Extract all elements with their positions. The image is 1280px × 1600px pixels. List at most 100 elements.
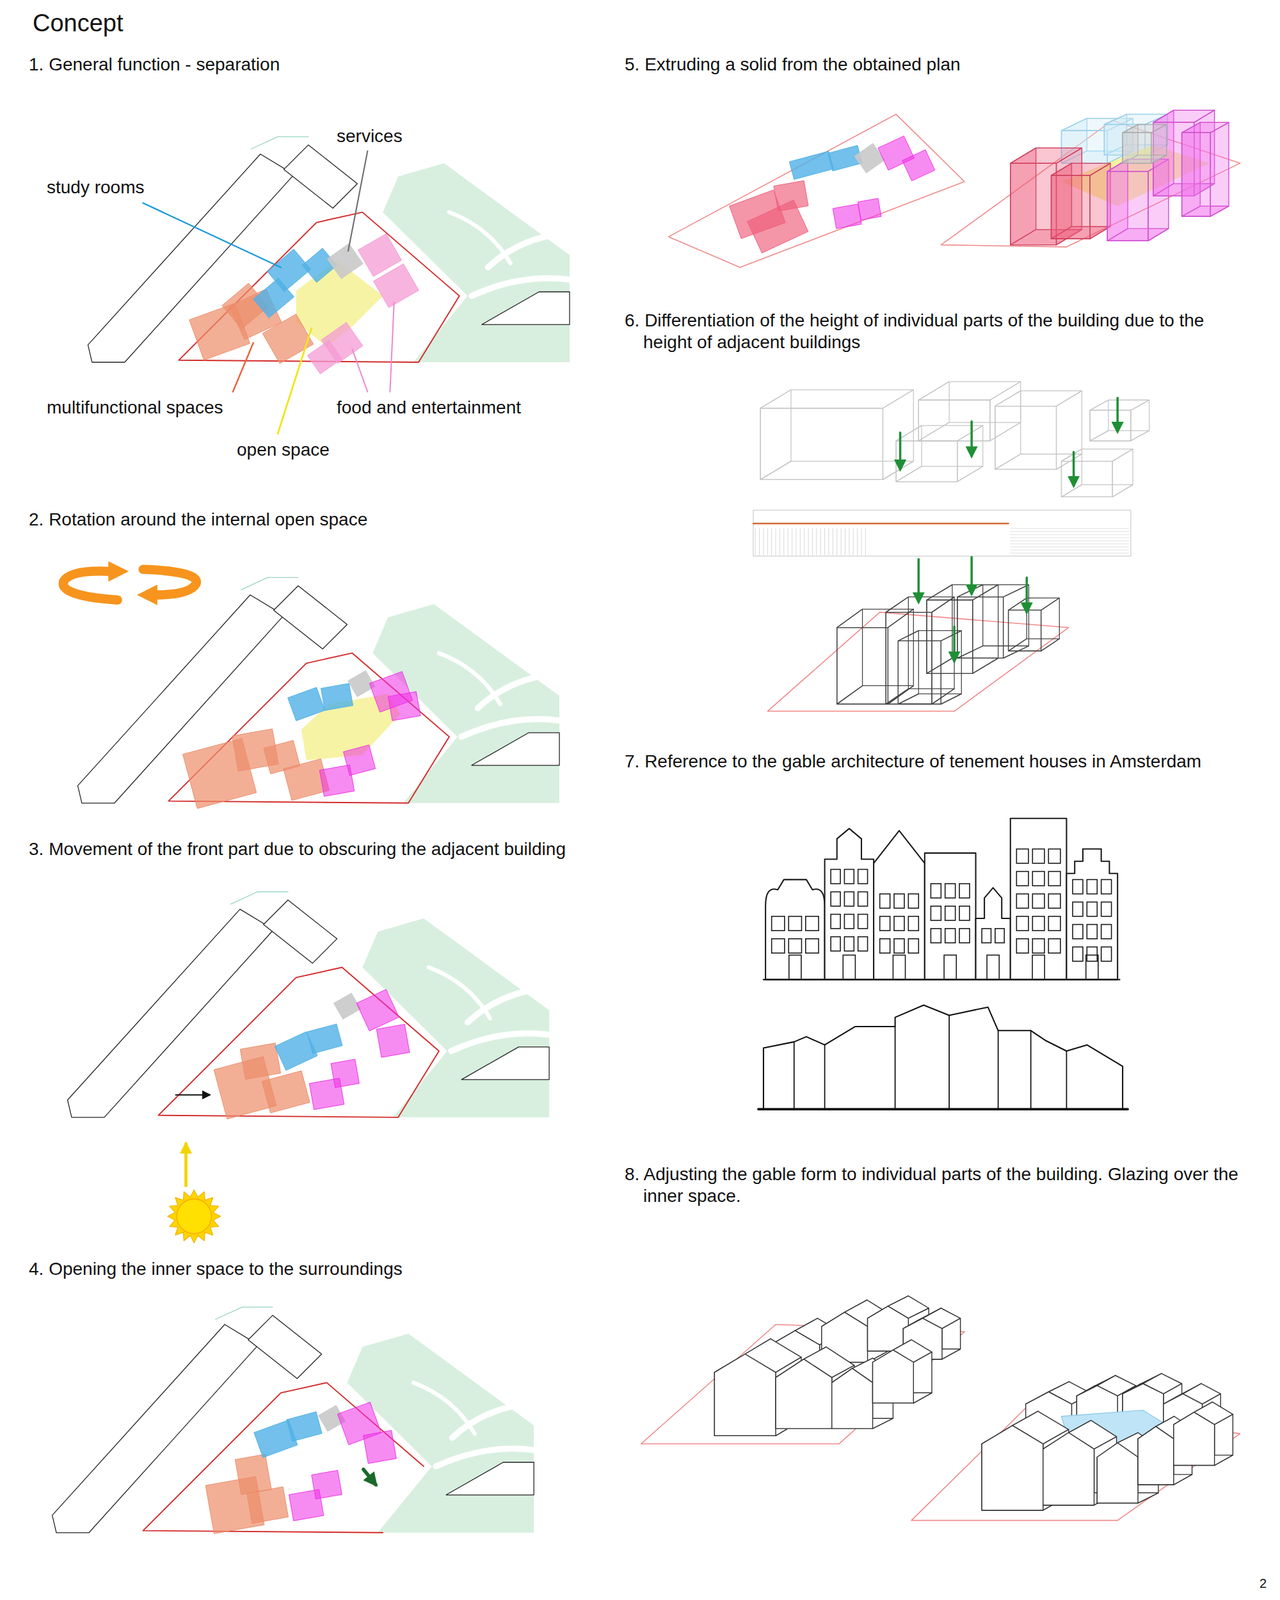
function-block: [307, 340, 342, 375]
house-window: [771, 938, 785, 953]
sun-symbol: [167, 1189, 221, 1243]
massing-face: [896, 440, 958, 482]
house-window: [894, 916, 905, 931]
massing-face: [981, 1425, 1044, 1510]
step-heading: 2. Rotation around the internal open spa…: [28, 508, 368, 531]
house-window: [880, 938, 891, 953]
facade-hatch: [1010, 546, 1129, 548]
facade-hatch: [762, 528, 764, 555]
step-heading: 1. General function - separation: [28, 53, 280, 76]
facade-hatch: [779, 528, 781, 555]
house-window: [1048, 894, 1061, 909]
massing-face: [760, 389, 792, 480]
massing-face: [931, 597, 955, 704]
plot-line: [241, 577, 299, 590]
house-door: [1032, 954, 1045, 980]
house-window: [844, 936, 854, 952]
massing-face: [897, 640, 941, 704]
facade-hatch: [1010, 537, 1129, 539]
house-window: [788, 938, 802, 953]
facade-hatch: [844, 528, 846, 555]
skyline-divider: [824, 1045, 826, 1110]
house-window: [945, 883, 956, 898]
neighbour-building: [446, 1462, 534, 1496]
massing-face: [957, 584, 1030, 598]
house-window: [788, 916, 802, 931]
facade-hatch: [771, 528, 772, 555]
house-window: [1086, 901, 1097, 916]
site-plan: [87, 136, 570, 363]
massing-face: [896, 425, 922, 482]
height-line: [753, 522, 1009, 525]
facade-hatch: [783, 528, 784, 555]
massing-face: [867, 1306, 909, 1352]
house-window: [1016, 871, 1029, 886]
massing-face: [918, 422, 1021, 441]
leader-line: [143, 202, 281, 267]
function-block: [363, 1430, 397, 1464]
neighbour-building: [77, 595, 284, 804]
height-arrow: [970, 421, 973, 456]
house-window: [844, 914, 854, 929]
neighbour-building: [273, 585, 348, 649]
site-outline: [767, 612, 1069, 712]
house-window: [858, 891, 868, 906]
house-window: [959, 883, 970, 898]
massing-face: [1008, 597, 1028, 651]
massing-face: [714, 1354, 776, 1437]
massing-face: [1061, 461, 1113, 498]
house-window: [1048, 849, 1061, 864]
massing-face: [882, 389, 914, 480]
function-block: [376, 1024, 410, 1058]
house-window: [1048, 871, 1061, 886]
skyline-divider: [1030, 1030, 1032, 1110]
function-block: [309, 1078, 344, 1110]
step-heading: 7. Reference to the gable architecture o…: [624, 750, 1212, 773]
facade-hatch: [812, 528, 813, 555]
massing-face: [1107, 171, 1149, 241]
house-window: [1032, 849, 1045, 864]
site-plan: [77, 577, 560, 803]
function-block: [247, 1486, 289, 1524]
facade-hatch: [1010, 534, 1129, 536]
house-window: [930, 906, 941, 921]
function-block: [307, 1024, 343, 1054]
park-path: [413, 1382, 475, 1434]
height-arrow: [1072, 451, 1076, 486]
house-window: [894, 938, 905, 953]
massing-face: [957, 425, 984, 482]
massing-face: [995, 391, 1021, 470]
callout-label: food and entertainment: [336, 396, 521, 419]
facade-hatch: [791, 528, 793, 555]
house-window: [830, 869, 841, 884]
massing-face: [837, 627, 889, 705]
house-window: [805, 916, 819, 931]
height-arrow: [1116, 398, 1119, 432]
massing-face: [896, 466, 984, 482]
skyline-divider: [997, 1030, 1000, 1110]
house-window: [908, 916, 919, 931]
skyline-divider: [1066, 1050, 1068, 1110]
callout-label: study rooms: [46, 176, 145, 199]
park-area: [382, 163, 570, 363]
house-window: [830, 891, 841, 906]
house-window: [771, 916, 785, 931]
rotation-arrow-head: [136, 584, 158, 606]
function-block: [327, 243, 363, 280]
house-window: [1086, 947, 1097, 962]
house-window: [1048, 938, 1061, 953]
facade-hatch: [816, 528, 817, 555]
skyline-divider: [948, 1015, 950, 1110]
facade-hatch: [828, 528, 829, 555]
facade-hatch: [820, 528, 822, 555]
house-window: [1032, 916, 1045, 931]
massing-face: [885, 688, 955, 704]
leader-line: [277, 328, 312, 434]
massing-face: [940, 630, 962, 704]
site-outline: [668, 114, 965, 268]
massing-face: [1210, 122, 1229, 217]
massing-face: [897, 693, 962, 704]
plot-line: [215, 1306, 273, 1320]
massing-face: [1008, 638, 1060, 651]
